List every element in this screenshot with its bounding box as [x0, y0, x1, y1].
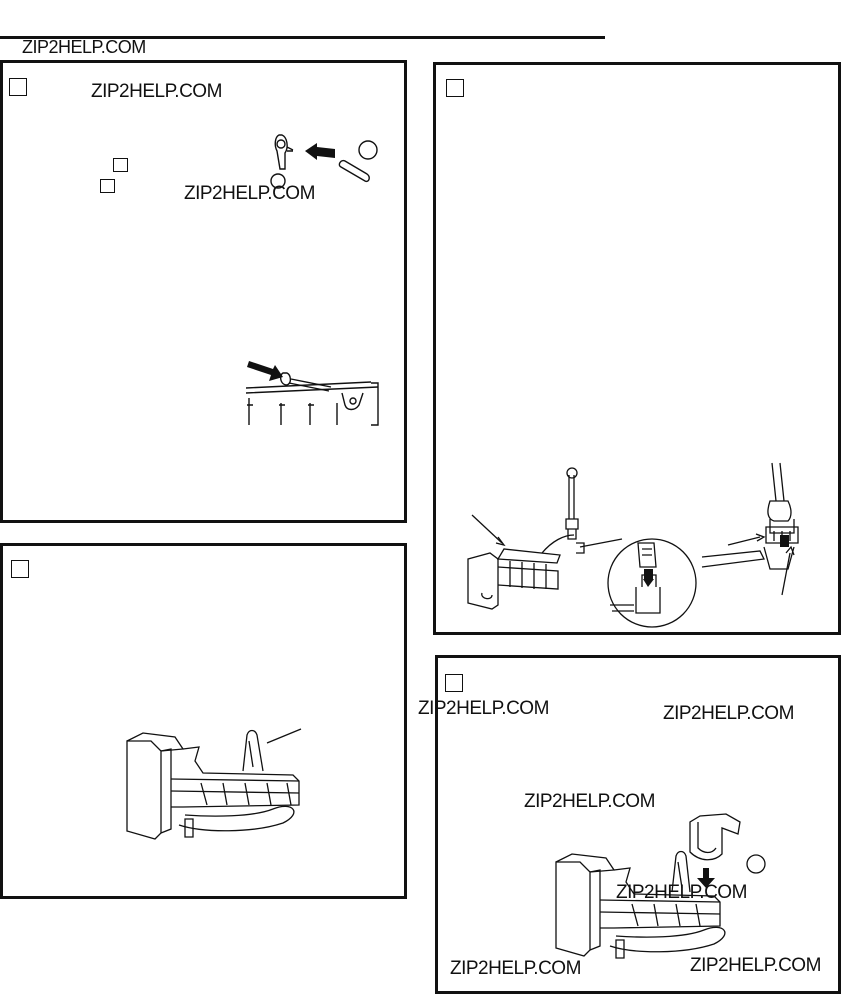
icemaker-assembly-illustration: [123, 721, 313, 851]
figure-callout-box: [113, 158, 128, 172]
step-number-box: [9, 78, 27, 96]
shutoff-arm-pin-illustration: [265, 125, 385, 195]
watermark: ZIP2HELP.COM: [524, 791, 655, 812]
icemaker-fill-cup-illustration: [550, 808, 780, 983]
figure-callout-box: [100, 179, 115, 193]
panel-right: [433, 62, 841, 635]
icemaker-water-connection-illustration: [462, 463, 707, 628]
header-rule: [0, 36, 605, 39]
watermark: ZIP2HELP.COM: [91, 81, 222, 102]
panel-bottom-left: [0, 543, 407, 899]
step-number-box: [11, 560, 29, 578]
arm-on-icemaker-illustration: [243, 361, 383, 428]
panel-top-left: ZIP2HELP.COM ZIP2HELP.COM: [0, 60, 407, 523]
panel-bottom-right: [435, 655, 841, 994]
watermark: ZIP2HELP.COM: [184, 183, 315, 204]
watermark: ZIP2HELP.COM: [616, 882, 747, 903]
watermark: ZIP2HELP.COM: [418, 698, 549, 719]
step-number-box: [445, 674, 463, 692]
step-number-box: [446, 79, 464, 97]
watermark: ZIP2HELP.COM: [450, 958, 581, 979]
watermark-header: ZIP2HELP.COM: [22, 37, 146, 57]
fill-tube-connector-illustration: [698, 461, 838, 601]
watermark: ZIP2HELP.COM: [663, 703, 794, 724]
watermark: ZIP2HELP.COM: [690, 955, 821, 976]
